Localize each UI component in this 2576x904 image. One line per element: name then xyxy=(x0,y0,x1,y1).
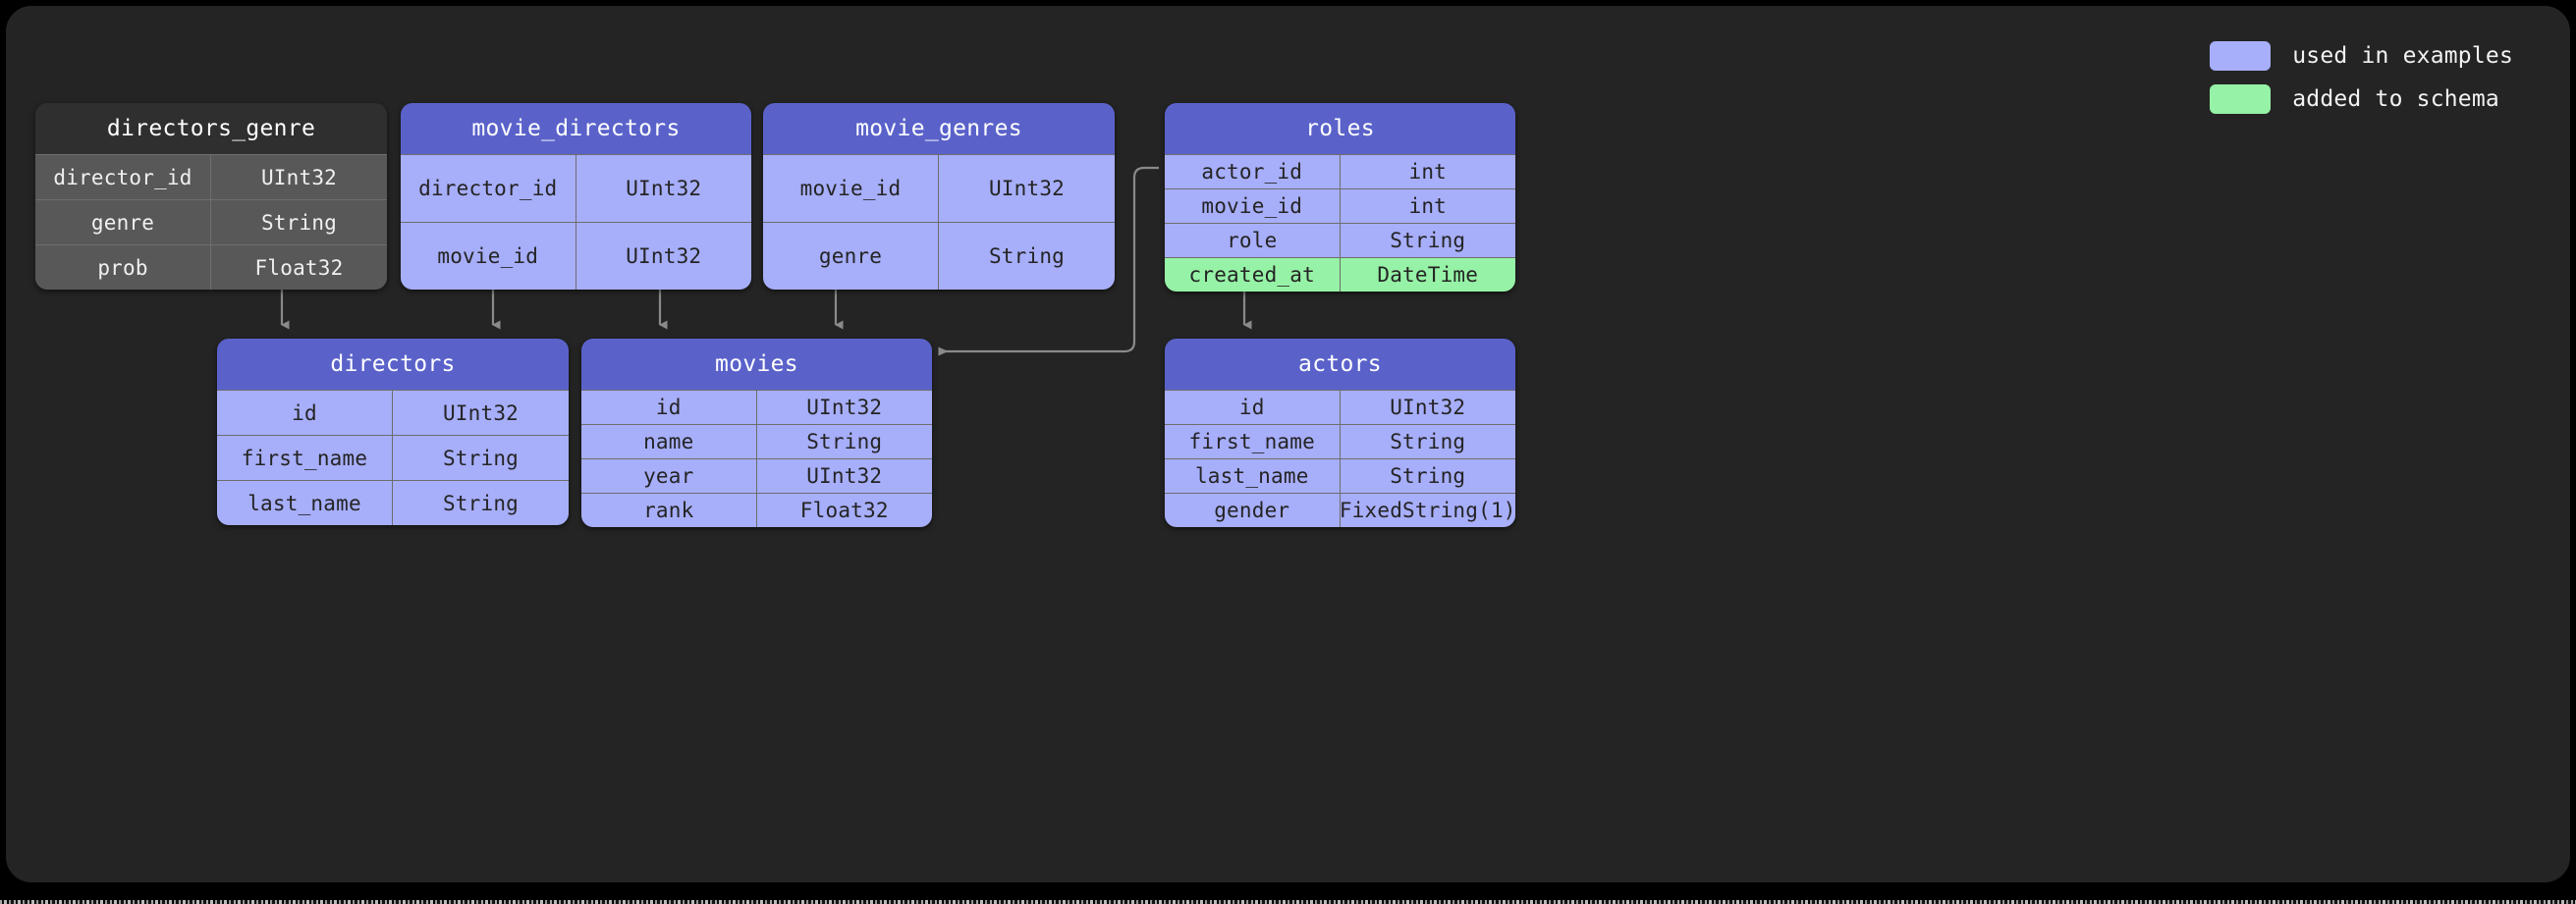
column-name: created_at xyxy=(1165,258,1341,292)
column-type: Float32 xyxy=(799,499,889,522)
bottom-noise-artifact xyxy=(0,900,2576,904)
column-name: movie_id xyxy=(401,223,576,290)
column-name: first_name xyxy=(1165,425,1341,458)
legend-item-added-to-schema: added to schema xyxy=(2210,84,2499,114)
table-row[interactable]: director_id UInt32 xyxy=(401,154,751,222)
table-row[interactable]: genre String xyxy=(35,199,387,244)
column-name: role xyxy=(1165,224,1341,257)
column-name: id xyxy=(217,391,393,435)
column-name: name xyxy=(581,425,757,458)
column-name: rank xyxy=(581,494,757,527)
legend-label: used in examples xyxy=(2292,43,2513,69)
table-title: movie_directors xyxy=(401,103,751,154)
table-row[interactable]: rank Float32 xyxy=(581,493,932,527)
column-type: UInt32 xyxy=(806,464,883,488)
column-name: year xyxy=(581,459,757,493)
table-row[interactable]: role String xyxy=(1165,223,1515,257)
column-type: UInt32 xyxy=(626,177,702,200)
column-type: UInt32 xyxy=(988,177,1066,200)
table-row[interactable]: movie_id UInt32 xyxy=(763,154,1115,222)
legend-item-used-in-examples: used in examples xyxy=(2210,41,2513,71)
column-name: genre xyxy=(763,223,939,290)
table-row[interactable]: id UInt32 xyxy=(581,390,932,424)
table-title: directors_genre xyxy=(35,103,387,154)
column-type: FixedString(1) xyxy=(1339,499,1515,522)
column-type: String xyxy=(1390,229,1466,252)
column-name: gender xyxy=(1165,494,1341,527)
column-type: UInt32 xyxy=(626,244,702,268)
table-row[interactable]: id UInt32 xyxy=(217,390,569,435)
column-name: prob xyxy=(35,245,211,290)
table-row[interactable]: last_name String xyxy=(217,480,569,525)
table-row[interactable]: genre String xyxy=(763,222,1115,290)
table-row[interactable]: first_name String xyxy=(217,435,569,480)
schema-diagram-canvas: used in examples added to schema directo… xyxy=(6,6,2570,882)
table-title: directors xyxy=(217,339,569,390)
column-type: String xyxy=(988,244,1066,268)
column-type: String xyxy=(442,491,520,515)
column-type: Float32 xyxy=(254,255,344,280)
column-name: actor_id xyxy=(1165,155,1341,188)
table-row[interactable]: created_at DateTime xyxy=(1165,257,1515,292)
column-type: UInt32 xyxy=(442,400,520,425)
column-name: last_name xyxy=(217,481,393,525)
table-row[interactable]: director_id UInt32 xyxy=(35,154,387,199)
column-name: movie_id xyxy=(1165,189,1341,223)
table-title: movies xyxy=(581,339,932,390)
table-row[interactable]: id UInt32 xyxy=(1165,390,1515,424)
table-row[interactable]: movie_id int xyxy=(1165,188,1515,223)
table-row[interactable]: actor_id int xyxy=(1165,154,1515,188)
legend: used in examples added to schema xyxy=(2210,41,2513,114)
column-type: int xyxy=(1408,194,1448,218)
table-row[interactable]: first_name String xyxy=(1165,424,1515,458)
table-body: director_id UInt32 genre String prob Float32 xyxy=(35,154,387,290)
table-row[interactable]: movie_id UInt32 xyxy=(401,222,751,290)
column-name: director_id xyxy=(35,155,211,199)
column-type: String xyxy=(260,210,338,235)
table-row[interactable]: prob Float32 xyxy=(35,244,387,290)
column-type: UInt32 xyxy=(260,165,338,189)
column-name: id xyxy=(1165,391,1341,424)
legend-label: added to schema xyxy=(2292,86,2499,112)
column-name: director_id xyxy=(401,155,576,222)
table-row[interactable]: name String xyxy=(581,424,932,458)
column-type: UInt32 xyxy=(806,396,883,419)
column-type: String xyxy=(1390,464,1466,488)
column-type: UInt32 xyxy=(1390,396,1466,419)
column-type: String xyxy=(442,446,520,470)
table-title: roles xyxy=(1165,103,1515,154)
table-body: movie_id UInt32 genre String xyxy=(763,154,1115,290)
table-row[interactable]: year UInt32 xyxy=(581,458,932,493)
column-name: first_name xyxy=(217,436,393,480)
swatch-icon xyxy=(2210,84,2272,114)
column-name: id xyxy=(581,391,757,424)
column-type: String xyxy=(806,430,883,453)
swatch-icon xyxy=(2210,41,2272,71)
table-title: movie_genres xyxy=(763,103,1115,154)
column-name: last_name xyxy=(1165,459,1341,493)
column-name: genre xyxy=(35,200,211,244)
table-row[interactable]: last_name String xyxy=(1165,458,1515,493)
column-name: movie_id xyxy=(763,155,939,222)
column-type: int xyxy=(1408,160,1448,184)
column-type: String xyxy=(1390,430,1466,453)
column-type: DateTime xyxy=(1377,263,1479,287)
table-title: actors xyxy=(1165,339,1515,390)
